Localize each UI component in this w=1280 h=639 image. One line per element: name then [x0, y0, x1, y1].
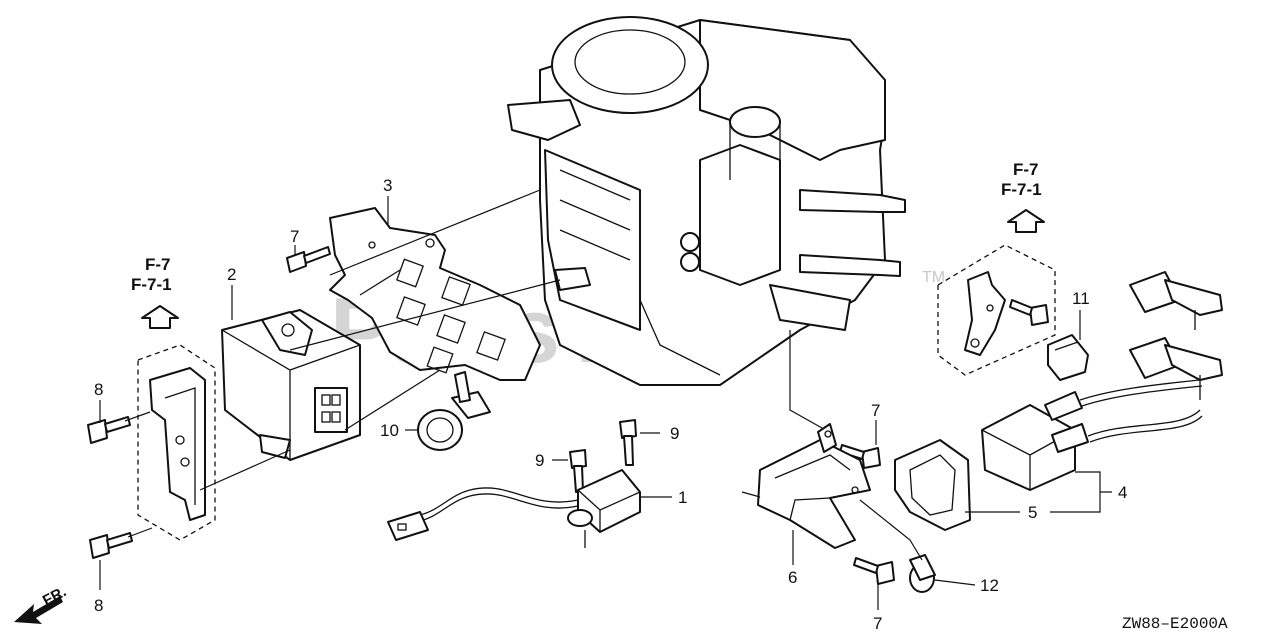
spark-plug-caps [1079, 271, 1223, 443]
guide-lines [124, 189, 923, 561]
gasket-plate [329, 207, 541, 381]
ignition-coil [981, 391, 1089, 491]
callout-1: 1 [678, 488, 687, 507]
front-arrow-icon [14, 596, 63, 624]
callout-4: 4 [1118, 483, 1127, 502]
front-direction: FR. [14, 583, 69, 624]
ref-right-line1: F-7 [1013, 160, 1039, 179]
arrow-up-icon [141, 305, 179, 329]
callout-12: 12 [980, 576, 999, 595]
callout-7-middle: 7 [871, 401, 880, 420]
left-bracket-assembly [137, 344, 216, 541]
callout-5: 5 [1028, 503, 1037, 522]
bolt-7-lower [853, 557, 895, 585]
ignition-module [221, 309, 361, 461]
cable-clip-11 [1047, 334, 1089, 381]
bolt-9-right [619, 419, 637, 466]
callout-leaders [99, 196, 1112, 610]
bolt-8-lower [89, 532, 133, 559]
bolt-9-left [569, 449, 587, 493]
callout-7-lower: 7 [873, 614, 882, 633]
coil-bracket [757, 423, 871, 549]
bolt-right-box [1009, 299, 1049, 326]
callout-8-upper: 8 [94, 380, 103, 399]
bolt-8-upper [87, 416, 131, 444]
watermark-trademark: TM [922, 269, 945, 286]
callout-6: 6 [788, 568, 797, 587]
ref-left-line2: F-7-1 [131, 275, 172, 294]
bolt-7-upper [286, 246, 331, 273]
callout-9-left: 9 [535, 451, 544, 470]
arrow-up-icon [1007, 209, 1045, 233]
callout-10: 10 [380, 421, 399, 440]
clamp-12 [909, 554, 936, 593]
bolt-7-middle [839, 444, 881, 469]
ref-left-line1: F-7 [145, 255, 171, 274]
cable-tie [417, 371, 491, 451]
coil-cover [894, 439, 971, 531]
right-bracket-assembly [937, 244, 1056, 376]
callout-3: 3 [383, 176, 392, 195]
callout-7-upper: 7 [290, 227, 299, 246]
engine-block [507, 16, 906, 386]
sensor [387, 469, 641, 548]
callout-9-right: 9 [670, 424, 679, 443]
callout-2: 2 [227, 265, 236, 284]
figure-code: ZW88–E2000A [1122, 615, 1228, 633]
callout-8-lower: 8 [94, 596, 103, 615]
ref-right-line2: F-7-1 [1001, 180, 1042, 199]
callout-11: 11 [1072, 289, 1090, 308]
